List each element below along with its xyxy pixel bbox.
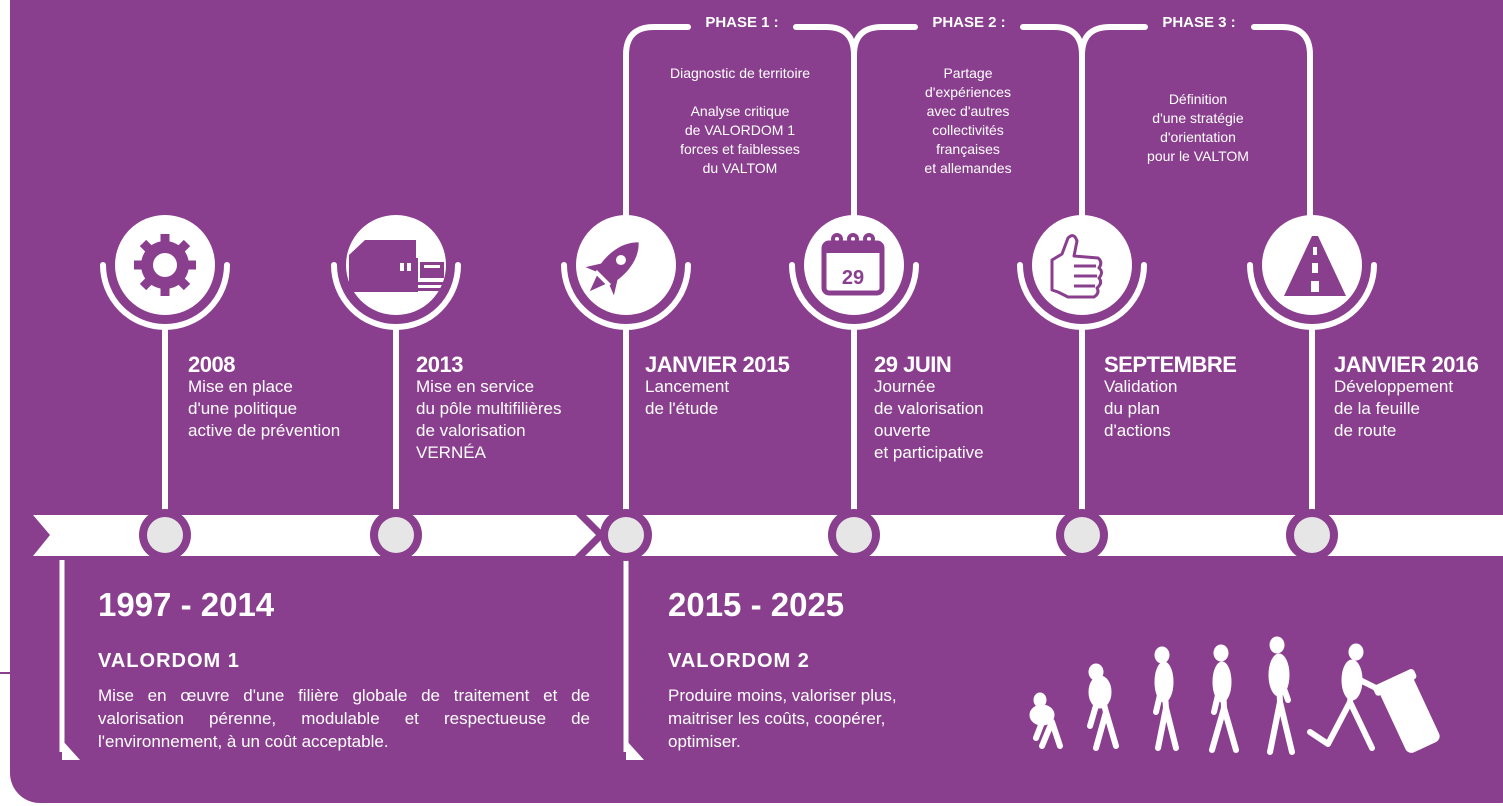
era-2-years: 2015 - 2025 <box>668 586 845 623</box>
phase-2-description: Partage d'expériences avec d'autres coll… <box>924 65 1012 176</box>
background-panel <box>10 0 1503 803</box>
phase-brackets <box>623 24 1313 218</box>
milestone-septembre-date: SEPTEMBRE <box>1104 352 1237 377</box>
era-2-name: VALORDOM 2 <box>668 650 810 672</box>
timeline-node-dot <box>378 517 414 553</box>
phase-1-description: Diagnostic de territoire Analyse critiqu… <box>669 65 811 176</box>
era-1-name: VALORDOM 1 <box>98 650 240 672</box>
thumbs-up-icon <box>1050 234 1103 299</box>
milestone-2013-description: Mise en service du pôle multifilières de… <box>416 377 562 462</box>
timeline-node-dot <box>1064 517 1100 553</box>
phase-2-label: PHASE 2 : <box>932 14 1006 31</box>
era-markers <box>59 560 644 760</box>
milestone-janvier-2015-date: JANVIER 2015 <box>645 352 790 377</box>
milestone-2008-date: 2008 <box>188 352 235 377</box>
milestone-29-juin-date: 29 JUIN <box>874 352 952 377</box>
building-icon <box>349 240 446 292</box>
milestone-septembre-description: Validation du plan d'actions <box>1104 377 1178 440</box>
era-divider-arrow <box>574 513 606 557</box>
timeline-node-dot <box>147 517 183 553</box>
gear-icon <box>134 234 196 296</box>
phase-3-label: PHASE 3 : <box>1162 14 1236 31</box>
era-1-description: Mise en œuvre d'une filière globale de t… <box>98 686 590 751</box>
calendar-day: 29 <box>842 267 864 289</box>
timeline-node-dot <box>608 517 644 553</box>
phase-1-label: PHASE 1 : <box>705 14 779 31</box>
timeline-band <box>33 513 1503 557</box>
decorative-line <box>0 672 62 674</box>
road-icon <box>1284 236 1346 296</box>
timeline-node-dot <box>1294 517 1330 553</box>
phase-3-description: Définition d'une stratégie d'orientation… <box>1147 91 1249 164</box>
rocket-icon <box>585 242 639 296</box>
timeline-node-dot <box>836 517 872 553</box>
era-2-marker-foot <box>626 740 644 760</box>
badge-circle <box>804 215 904 315</box>
milestone-29-juin-description: Journée de valorisation ouverte et parti… <box>874 377 984 462</box>
milestone-janvier-2016-description: Développement de la feuille de route <box>1334 377 1454 440</box>
milestone-2008-description: Mise en place d'une politique active de … <box>188 377 341 440</box>
phase-3-bracket <box>1079 24 1313 218</box>
calendar-icon: 29 <box>821 233 885 296</box>
evolution-icon <box>1029 636 1440 755</box>
milestone-janvier-2016-date: JANVIER 2016 <box>1334 352 1479 377</box>
timeline-arrow <box>33 515 1503 556</box>
milestone-2013-date: 2013 <box>416 352 463 377</box>
milestone-janvier-2015-description: Lancement de l'étude <box>645 377 730 418</box>
era-2-description: Produire moins, valoriser plus, maitrise… <box>668 686 897 751</box>
era-1-marker-foot <box>62 740 80 760</box>
era-1-years: 1997 - 2014 <box>98 586 275 623</box>
